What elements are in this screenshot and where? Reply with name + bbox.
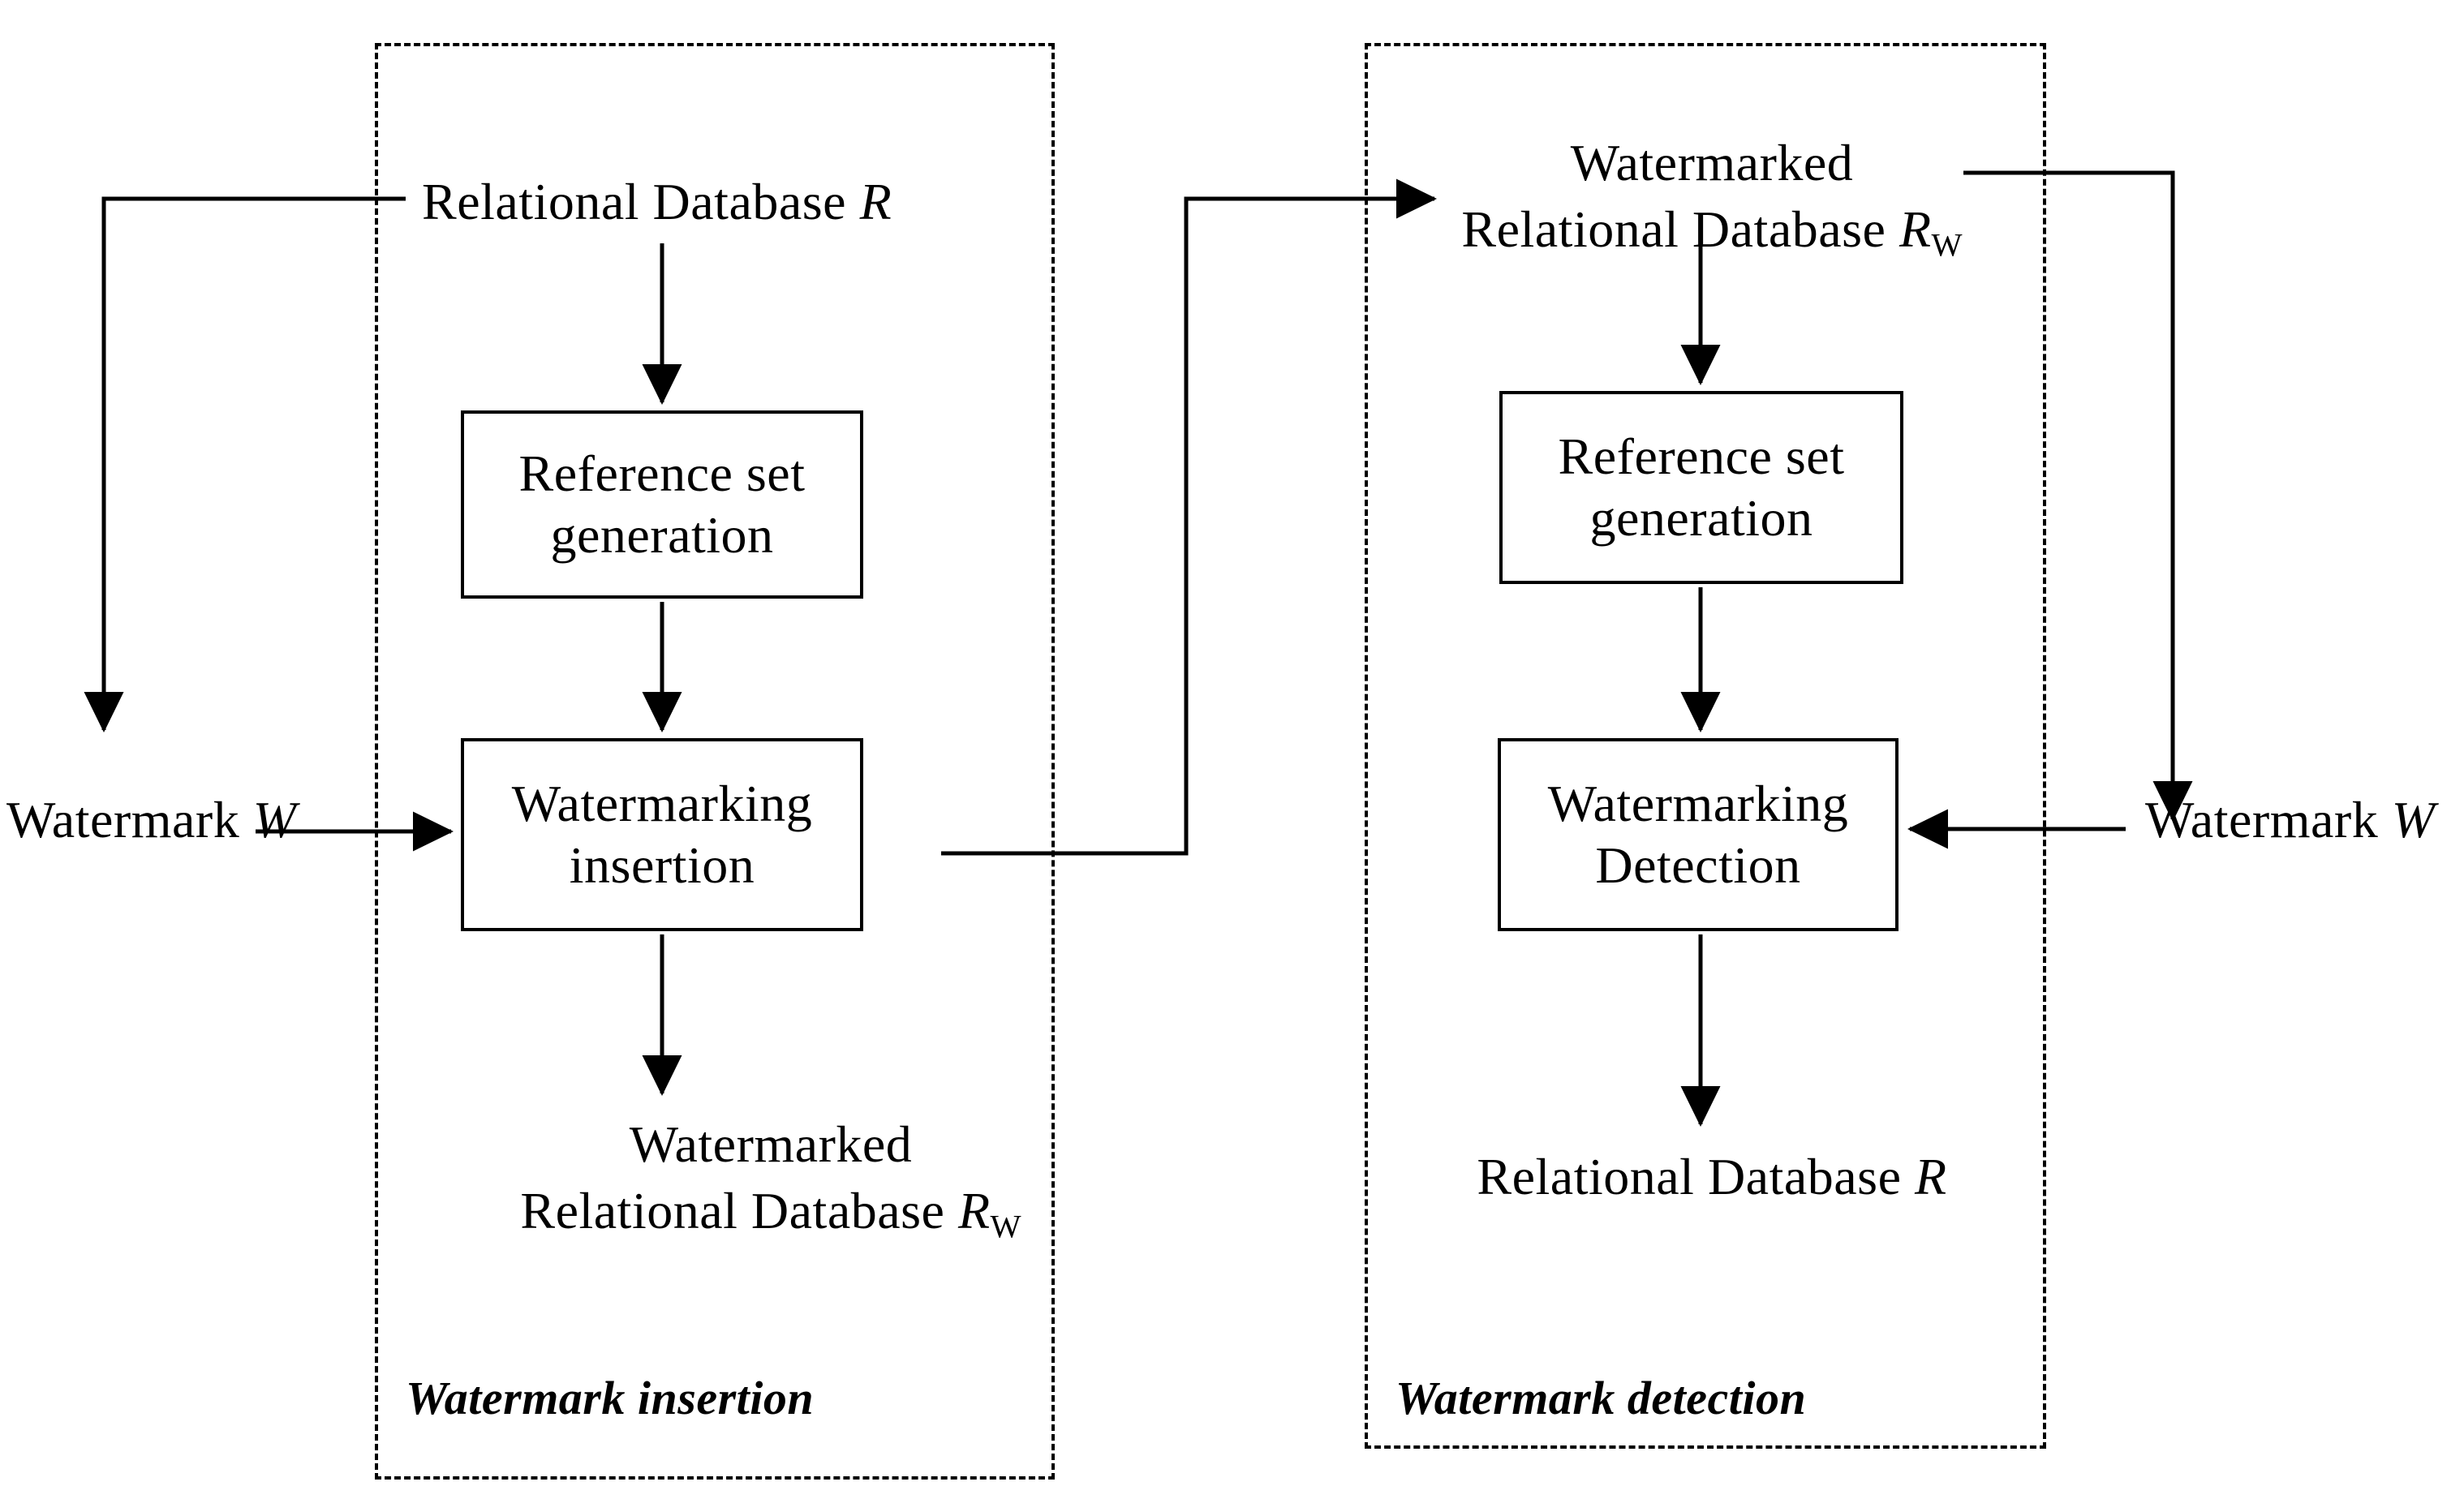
label-symbol: R [1899,200,1932,258]
label-text: Watermark [6,791,253,848]
label-text: Relational Database [422,173,860,230]
box-line-1: Reference set [1558,427,1845,486]
label-line-1: Watermarked [1570,134,1854,191]
box-line-2: insertion [569,836,755,894]
box-line-1: Watermarking [1547,775,1849,833]
box-line-1: Reference set [518,445,806,503]
label-subscript: W [1931,226,1963,264]
box-line-2: generation [550,506,774,564]
caption-watermark-detection: Watermark detection [1395,1372,1807,1424]
box-watermarking-detection[interactable]: Watermarking Detection [1498,738,1899,931]
box-line-2: Detection [1595,836,1801,894]
label-symbol: W [252,791,297,848]
box-watermarking-insertion[interactable]: Watermarking insertion [461,738,863,931]
label-watermark-w-right: Watermark W [2145,787,2436,853]
label-subscript: W [990,1208,1021,1245]
label-line-1: Watermarked [629,1115,913,1173]
label-text: Watermark [2145,791,2392,848]
box-line-2: generation [1589,489,1813,547]
box-reference-set-generation-detection[interactable]: Reference set generation [1499,391,1903,584]
label-watermarked-relational-database-rw-insertion: Watermarked Relational Database RW [503,1111,1038,1248]
label-line-2: Relational Database [1461,200,1899,258]
label-watermark-w-left: Watermark W [6,787,297,853]
box-line-1: Watermarking [511,775,813,833]
box-reference-set-generation-insertion[interactable]: Reference set generation [461,410,863,599]
label-text: Relational Database [1477,1148,1915,1205]
panel-watermark-detection [1365,43,2046,1449]
label-watermarked-relational-database-rw-detection: Watermarked Relational Database RW [1452,130,1972,266]
caption-watermark-insertion: Watermark insertion [406,1372,815,1424]
panel-watermark-insertion [375,43,1055,1480]
label-relational-database-r-output: Relational Database R [1452,1144,1972,1210]
label-relational-database-r: Relational Database R [422,169,892,235]
arrow-r-to-watermark-w-left [84,196,406,733]
label-symbol: W [2391,791,2436,848]
label-line-2: Relational Database [520,1181,958,1239]
label-symbol: R [1914,1148,1947,1205]
label-symbol: R [859,173,892,230]
label-symbol: R [957,1181,991,1239]
